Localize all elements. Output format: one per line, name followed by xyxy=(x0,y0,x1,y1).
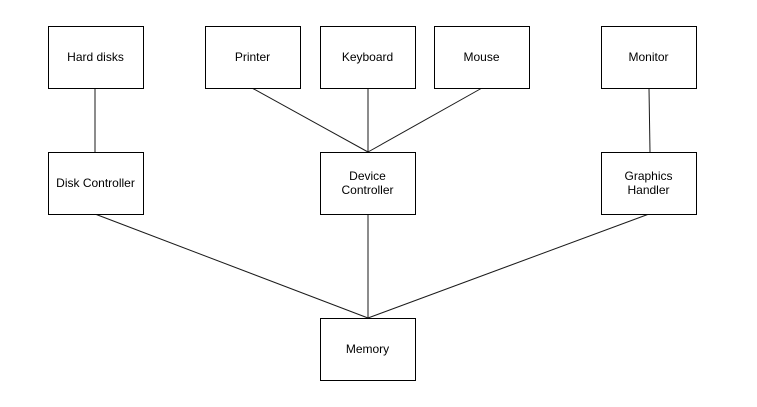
node-box-disk-controller xyxy=(48,152,144,215)
node-box-device-controller xyxy=(320,152,416,215)
node-printer: Printer xyxy=(205,26,301,89)
node-label-mouse: Mouse xyxy=(463,50,499,64)
node-label-keyboard: Keyboard xyxy=(342,50,393,64)
edge-disk-controller-to-memory xyxy=(94,213,369,319)
edge-printer-to-device-controller xyxy=(251,87,369,153)
node-memory: Memory xyxy=(320,318,416,381)
node-label-hard-disks: Hard disks xyxy=(67,50,124,64)
node-label-device-controller-line-1: Device xyxy=(349,169,386,183)
node-hard-disks: Hard disks xyxy=(48,26,144,89)
node-box-mouse xyxy=(434,26,530,89)
edge-graphics-handler-to-memory xyxy=(367,213,650,319)
node-box-printer xyxy=(205,26,301,89)
edge-mouse-to-device-controller xyxy=(367,87,483,153)
node-box-memory xyxy=(320,318,416,381)
edge-monitor-to-graphics-handler xyxy=(648,87,651,153)
node-monitor: Monitor xyxy=(601,26,697,89)
node-label-memory: Memory xyxy=(346,342,389,356)
edges-layer xyxy=(94,87,651,319)
node-label-printer: Printer xyxy=(235,50,270,64)
node-label-device-controller-line-2: Controller xyxy=(341,183,393,197)
node-box-monitor xyxy=(601,26,697,89)
node-box-graphics-handler xyxy=(601,152,697,215)
node-keyboard: Keyboard xyxy=(320,26,416,89)
nodes-layer: Hard disks Printer Keyboard Mouse MonitorDis… xyxy=(48,26,697,381)
node-label-disk-controller: Disk Controller xyxy=(56,176,135,190)
node-label-graphics-handler-line-2: Handler xyxy=(627,183,669,197)
node-mouse: Mouse xyxy=(434,26,530,89)
node-disk-controller: Disk Controller xyxy=(48,152,144,215)
node-box-hard-disks xyxy=(48,26,144,89)
node-label-graphics-handler-line-1: Graphics xyxy=(624,169,672,183)
node-label-monitor: Monitor xyxy=(628,50,668,64)
node-box-keyboard xyxy=(320,26,416,89)
